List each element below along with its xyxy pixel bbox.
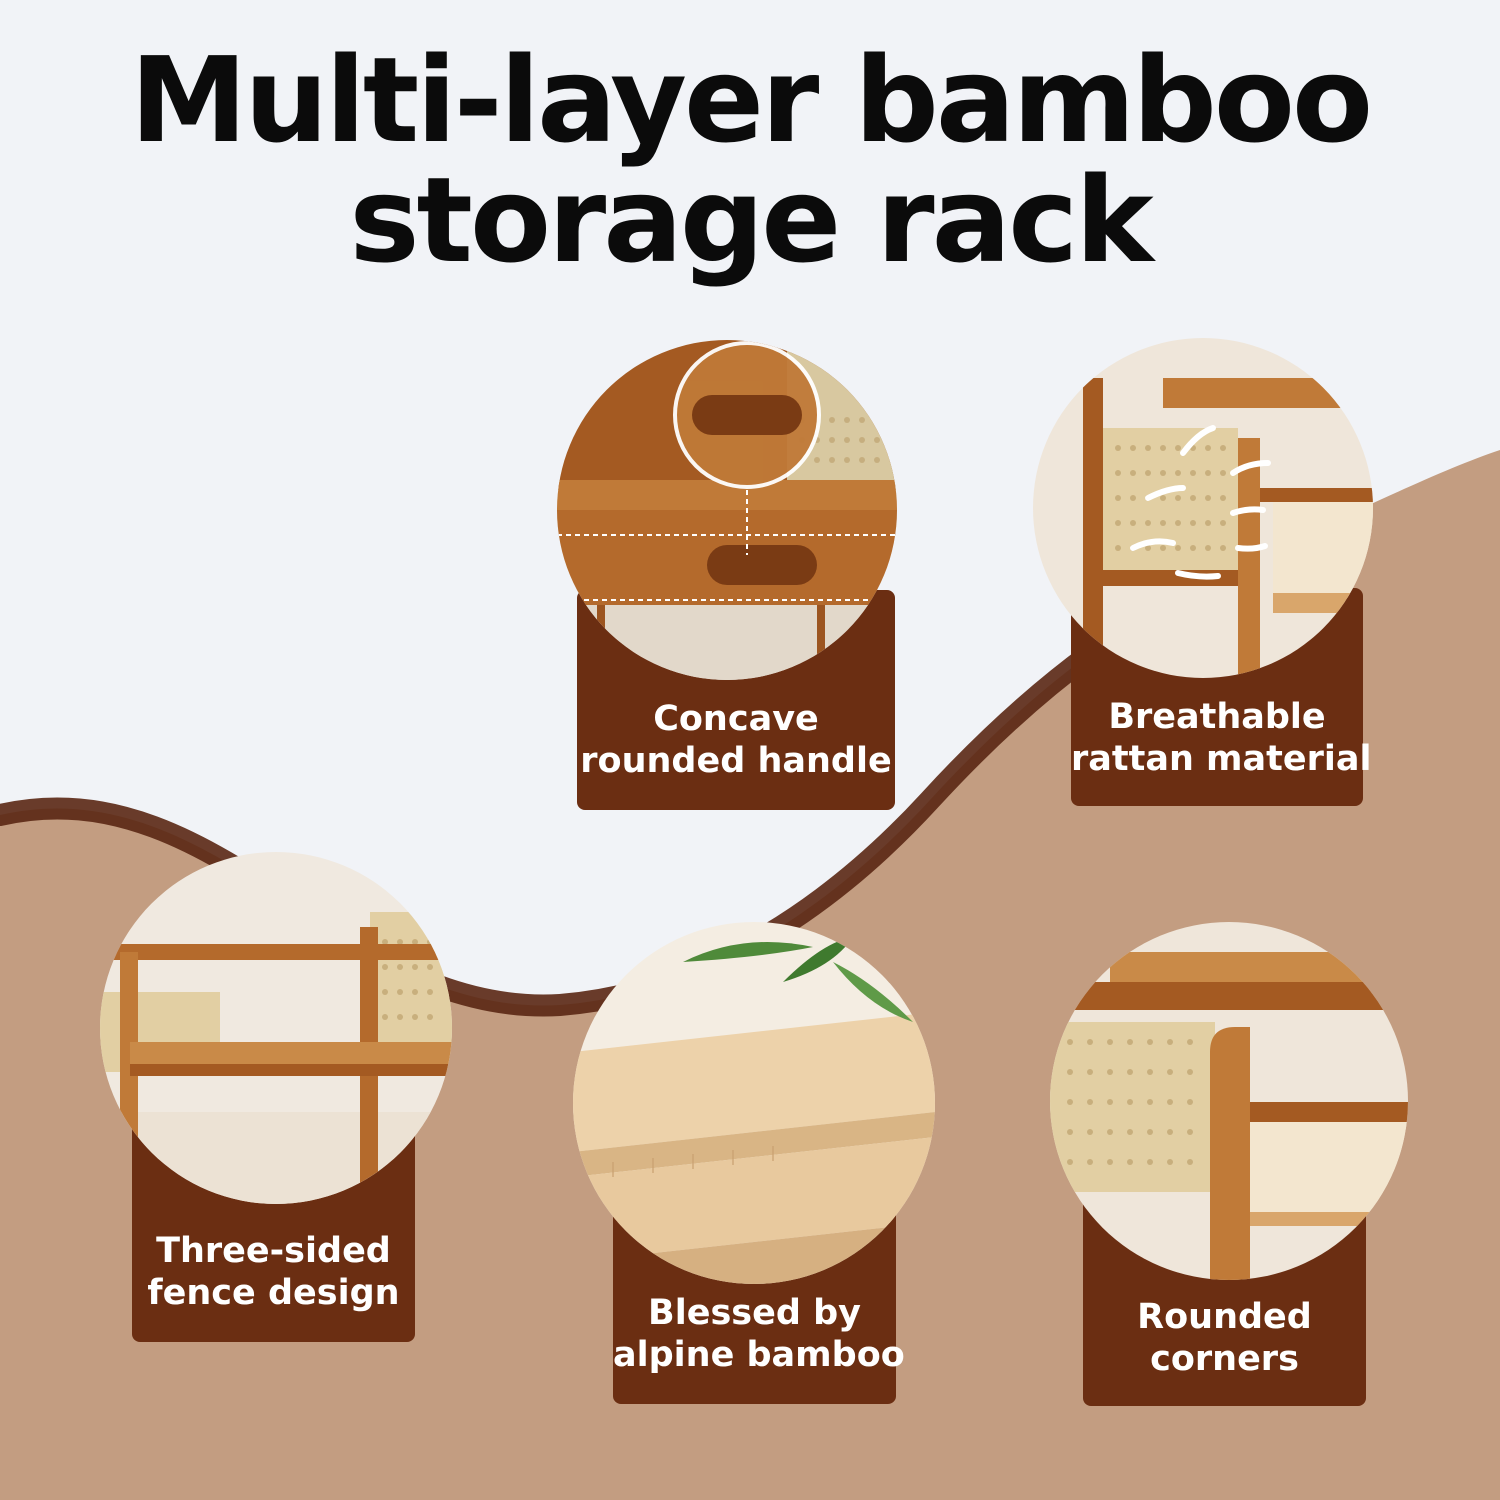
feature-label-line-1: Rounded bbox=[1137, 1297, 1312, 1337]
feature-alpine-bamboo: Blessed by alpine bamboo bbox=[573, 922, 935, 1404]
page-title-line-2: storage rack bbox=[349, 151, 1153, 289]
feature-label-line-2: fence design bbox=[147, 1273, 400, 1313]
feature-concave-handle: Concave rounded handle bbox=[557, 340, 897, 810]
rounded-corner-frame-icon bbox=[1050, 922, 1408, 1280]
feature-rattan-material: Breathable rattan material bbox=[1033, 338, 1383, 808]
feature-label-line-1: Three-sided bbox=[156, 1231, 391, 1271]
rattan-panel-airflow-icon bbox=[1033, 338, 1373, 678]
feature-label-line-1: Concave bbox=[653, 699, 819, 739]
bamboo-plank-with-leaves-icon bbox=[573, 922, 935, 1284]
feature-label: Concave rounded handle bbox=[577, 698, 895, 782]
feature-label-line-2: corners bbox=[1150, 1339, 1299, 1379]
drawer-handle-closeup-icon bbox=[557, 340, 897, 680]
feature-label-line-2: rounded handle bbox=[580, 741, 892, 781]
feature-label: Breathable rattan material bbox=[1071, 696, 1372, 780]
feature-label-line-2: rattan material bbox=[1071, 739, 1372, 779]
feature-rounded-corners: Rounded corners bbox=[1050, 922, 1410, 1406]
feature-label-line-1: Blessed by bbox=[648, 1293, 861, 1333]
feature-label-line-1: Breathable bbox=[1108, 697, 1326, 737]
feature-fence-design: Three-sided fence design bbox=[100, 852, 455, 1344]
three-sided-fence-shelf-icon bbox=[100, 852, 452, 1204]
feature-label: Rounded corners bbox=[1083, 1296, 1366, 1380]
feature-label-line-2: alpine bamboo bbox=[613, 1335, 905, 1375]
page-title-line-1: Multi-layer bamboo bbox=[129, 31, 1373, 169]
feature-label: Three-sided fence design bbox=[132, 1230, 415, 1314]
feature-label: Blessed by alpine bamboo bbox=[613, 1292, 905, 1376]
